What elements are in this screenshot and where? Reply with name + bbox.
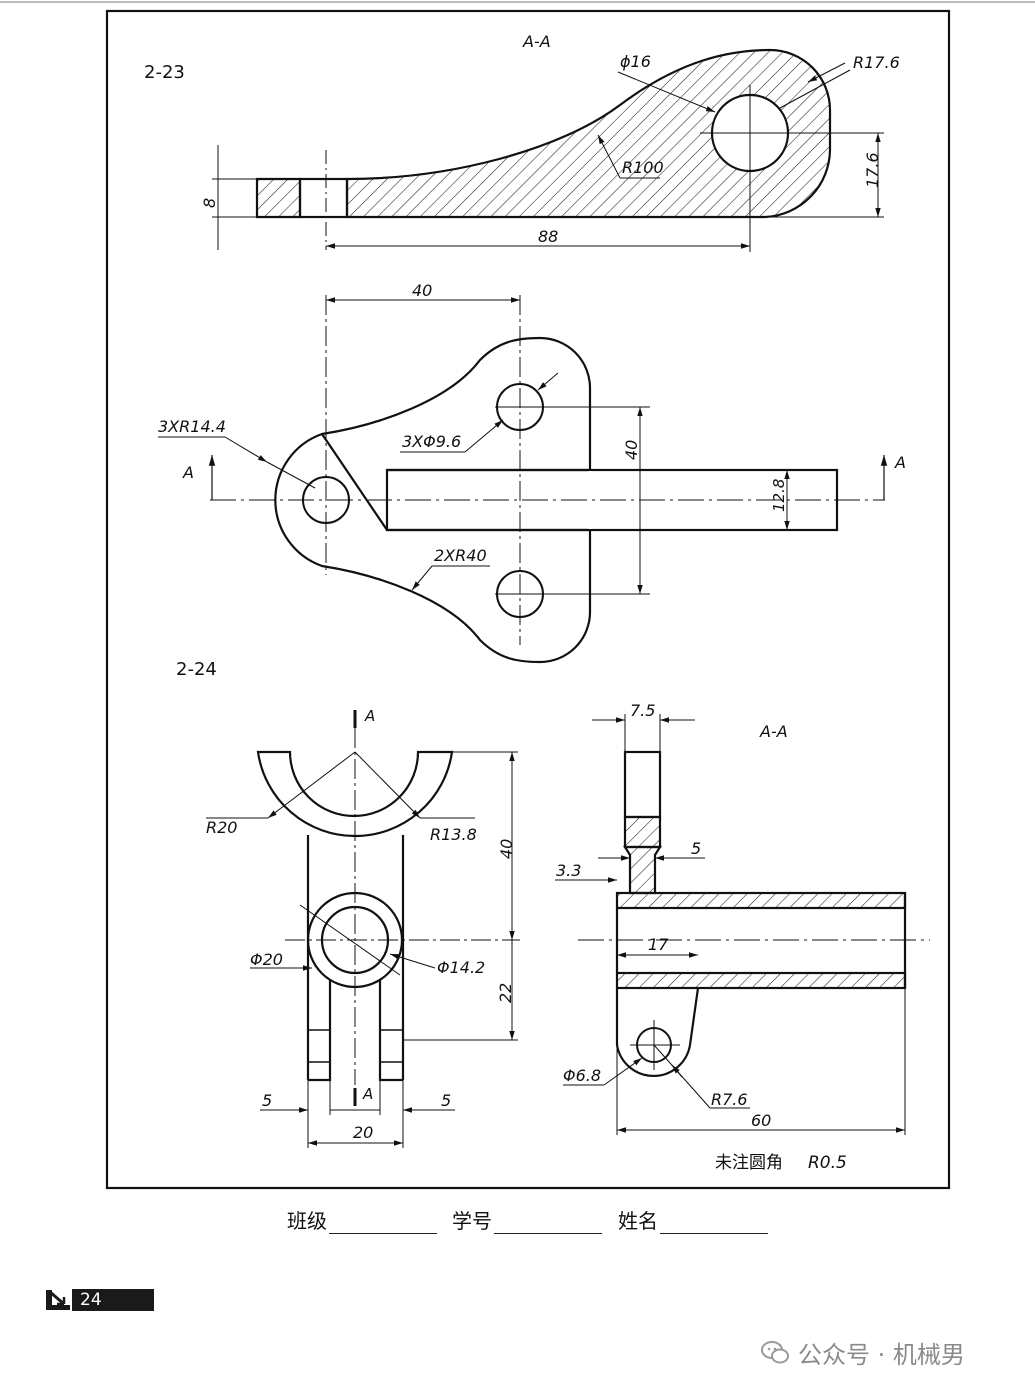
dim-hole-dia: ϕ16 bbox=[620, 52, 651, 71]
dim-outer-radius: R17.6 bbox=[853, 53, 900, 72]
arrow-corner-icon bbox=[46, 1290, 70, 1310]
dim-height-upper: 40 bbox=[497, 839, 516, 859]
section-view-2-24: 7.5 5 3.3 17 Φ6.8 R7.6 60 A-A 未注圆角 R0.5 bbox=[555, 701, 930, 1173]
dim-holes: 3XΦ9.6 bbox=[402, 432, 461, 451]
front-view-2-24: R20 R13.8 40 22 Φ20 Φ14.2 5 5 20 A A bbox=[206, 707, 520, 1148]
leader-phi6-8 bbox=[603, 1057, 643, 1086]
cut-label-right: A bbox=[894, 453, 906, 472]
leader-phi14-2 bbox=[389, 953, 436, 969]
neck bbox=[623, 845, 662, 895]
leader-r20 bbox=[267, 751, 356, 819]
student-info-footer: 班级 学号 姓名 bbox=[0, 1205, 1035, 1245]
dim-blend-radius: 2XR40 bbox=[434, 546, 487, 565]
name-input-line[interactable] bbox=[660, 1211, 768, 1234]
name-field[interactable]: 姓名 bbox=[618, 1205, 768, 1234]
page-number: 24 bbox=[72, 1289, 154, 1311]
dim-neck-depth: 3.3 bbox=[556, 861, 581, 880]
dim-rod-height: 12.8 bbox=[770, 479, 788, 512]
dim-length: 88 bbox=[538, 227, 558, 246]
note-value: R0.5 bbox=[808, 1153, 847, 1173]
dim-boss-outer: Φ20 bbox=[250, 950, 283, 969]
problem-number-2-23: 2-23 bbox=[144, 62, 185, 83]
dim-r-inner: R13.8 bbox=[430, 825, 477, 844]
dim-length-60: 60 bbox=[751, 1111, 771, 1130]
dim-spacing-h: 40 bbox=[412, 281, 432, 300]
dim-width: 20 bbox=[353, 1123, 373, 1142]
plan-outline bbox=[274, 336, 592, 664]
cut-label-bottom: A bbox=[362, 1085, 373, 1103]
class-input-line[interactable] bbox=[329, 1211, 437, 1234]
top-block-hatched bbox=[623, 815, 662, 849]
dim-lug-radius: R7.6 bbox=[711, 1090, 748, 1109]
leader-r17-6-b bbox=[807, 62, 846, 83]
tube-top-wall bbox=[615, 891, 907, 910]
dim-arc-radius: R100 bbox=[622, 158, 664, 177]
dim-r-outer: R20 bbox=[206, 818, 237, 837]
student-id-field[interactable]: 学号 bbox=[452, 1205, 602, 1234]
dim-boss-radius: 3XR14.4 bbox=[158, 417, 226, 436]
dim-slot-left: 5 bbox=[262, 1091, 272, 1110]
leader-r14-4-b bbox=[266, 461, 316, 489]
leader-holes bbox=[464, 419, 504, 453]
leader-r14-4 bbox=[224, 436, 268, 463]
dim-height-lower: 22 bbox=[496, 983, 515, 1003]
problem-number-2-24: 2-24 bbox=[176, 659, 217, 680]
name-label: 姓名 bbox=[618, 1209, 658, 1233]
watermark: 公众号 · 机械男 bbox=[760, 1335, 965, 1370]
dim-inner-len: 17 bbox=[648, 935, 669, 954]
cut-label-left: A bbox=[182, 463, 194, 482]
dim-height: 17.6 bbox=[863, 152, 882, 188]
dim-slot-right: 5 bbox=[441, 1091, 451, 1110]
plan-view-2-23: 40 40 12.8 3XR14.4 3XΦ9.6 2XR40 A A bbox=[158, 281, 906, 664]
hatched-block-left bbox=[255, 177, 302, 219]
leader-r100 bbox=[597, 134, 621, 179]
dim-spacing-v: 40 bbox=[622, 440, 641, 460]
dim-boss-inner: Φ14.2 bbox=[437, 958, 485, 977]
leader-phi16 bbox=[617, 71, 716, 113]
leader-holes-b bbox=[537, 372, 559, 391]
leader-r7-6-a bbox=[671, 1064, 683, 1078]
dim-top-width: 7.5 bbox=[630, 701, 655, 720]
hatched-arm bbox=[345, 48, 832, 219]
hole-slot bbox=[298, 177, 349, 219]
note-text: 未注圆角 bbox=[715, 1153, 783, 1173]
student-id-input-line[interactable] bbox=[494, 1211, 602, 1234]
leader-r40 bbox=[411, 565, 433, 591]
section-view-2-23: 8 88 17.6 ϕ16 R17.6 R100 A-A bbox=[200, 32, 900, 252]
section-label-2-23: A-A bbox=[522, 32, 551, 51]
leader-r13-8 bbox=[354, 751, 421, 819]
drawing-frame bbox=[105, 9, 951, 1190]
leader-phi20 bbox=[299, 904, 401, 976]
dim-thickness: 8 bbox=[200, 198, 219, 208]
leader-r17-6 bbox=[779, 69, 851, 109]
watermark-text: 公众号 · 机械男 bbox=[798, 1341, 965, 1369]
wechat-icon bbox=[761, 1340, 789, 1363]
student-id-label: 学号 bbox=[452, 1209, 492, 1233]
cut-label-top: A bbox=[364, 707, 375, 725]
dim-pin-dia: Φ6.8 bbox=[563, 1066, 601, 1085]
section-label-2-24: A-A bbox=[759, 722, 788, 741]
lug bbox=[615, 987, 700, 1077]
dim-neck: 5 bbox=[691, 839, 701, 858]
top-block bbox=[623, 750, 662, 819]
class-label: 班级 bbox=[287, 1209, 327, 1233]
tube-bottom-wall bbox=[615, 971, 907, 990]
page-number-box: 24 bbox=[44, 1288, 154, 1312]
class-field[interactable]: 班级 bbox=[287, 1205, 437, 1234]
